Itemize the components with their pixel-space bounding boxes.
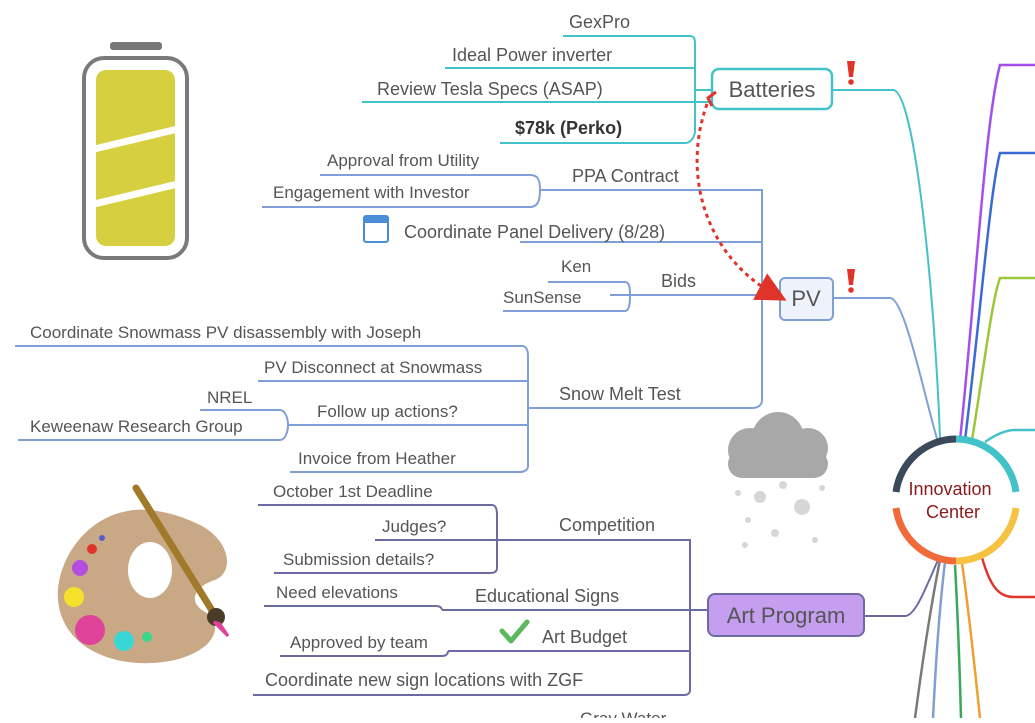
snow-item-disassembly[interactable]: Coordinate Snowmass PV disassembly with … [30, 323, 421, 342]
calendar-icon [363, 215, 389, 243]
signs-title[interactable]: Educational Signs [475, 586, 619, 606]
center-line1: Innovation [908, 479, 991, 499]
bids-title[interactable]: Bids [661, 271, 696, 291]
batteries-title: Batteries [729, 77, 816, 102]
ppa-item-investor[interactable]: Engagement with Investor [273, 183, 470, 202]
snow-melt-title[interactable]: Snow Melt Test [559, 384, 681, 404]
alert-icon [847, 269, 855, 293]
snow-item-invoice[interactable]: Invoice from Heather [298, 449, 456, 468]
relationship-arrow[interactable] [695, 103, 787, 301]
batteries-item-tesla[interactable]: Review Tesla Specs (ASAP) [377, 79, 603, 99]
battery-icon [82, 42, 189, 260]
center-line2: Center [926, 502, 980, 522]
bids-item-ken[interactable]: Ken [561, 257, 591, 276]
pv-delivery[interactable]: Coordinate Panel Delivery (8/28) [404, 222, 665, 242]
offscreen-branches [913, 63, 1035, 719]
center-node[interactable]: Innovation Center [892, 435, 1020, 565]
competition-item-deadline[interactable]: October 1st Deadline [273, 482, 433, 501]
snow-item-followup[interactable]: Follow up actions? [317, 402, 458, 421]
art-branch [253, 504, 939, 696]
batteries-node[interactable]: Batteries [710, 67, 834, 111]
art-program-node[interactable]: Art Program [707, 593, 865, 637]
pv-title: PV [791, 286, 821, 311]
ppa-contract-title[interactable]: PPA Contract [572, 166, 679, 186]
competition-item-judges[interactable]: Judges? [382, 517, 446, 536]
art-coordinate[interactable]: Coordinate new sign locations with ZGF [265, 670, 583, 690]
alert-icon [847, 61, 855, 85]
pv-branch [15, 174, 939, 473]
budget-title[interactable]: Art Budget [542, 627, 627, 647]
competition-title[interactable]: Competition [559, 515, 655, 535]
palette-icon [57, 484, 230, 664]
competition-item-submission[interactable]: Submission details? [283, 550, 434, 569]
cloud-snow-icon [728, 412, 828, 548]
art-title: Art Program [727, 603, 846, 628]
bids-item-sunsense[interactable]: SunSense [503, 288, 581, 307]
budget-item-approved[interactable]: Approved by team [290, 633, 428, 652]
pv-node[interactable]: PV [779, 277, 834, 321]
followup-item-nrel[interactable]: NREL [207, 388, 252, 407]
checkmark-icon [499, 619, 530, 644]
batteries-item-gexpro[interactable]: GexPro [569, 12, 630, 32]
batteries-branch [362, 35, 941, 439]
gray-water-label[interactable]: Gray Water [580, 709, 667, 723]
signs-item-elevations[interactable]: Need elevations [276, 583, 398, 602]
ppa-item-utility[interactable]: Approval from Utility [327, 151, 480, 170]
followup-item-keweenaw[interactable]: Keweenaw Research Group [30, 417, 243, 436]
batteries-item-inverter[interactable]: Ideal Power inverter [452, 45, 612, 65]
batteries-item-budget[interactable]: $78k (Perko) [515, 118, 622, 138]
snow-item-disconnect[interactable]: PV Disconnect at Snowmass [264, 358, 482, 377]
